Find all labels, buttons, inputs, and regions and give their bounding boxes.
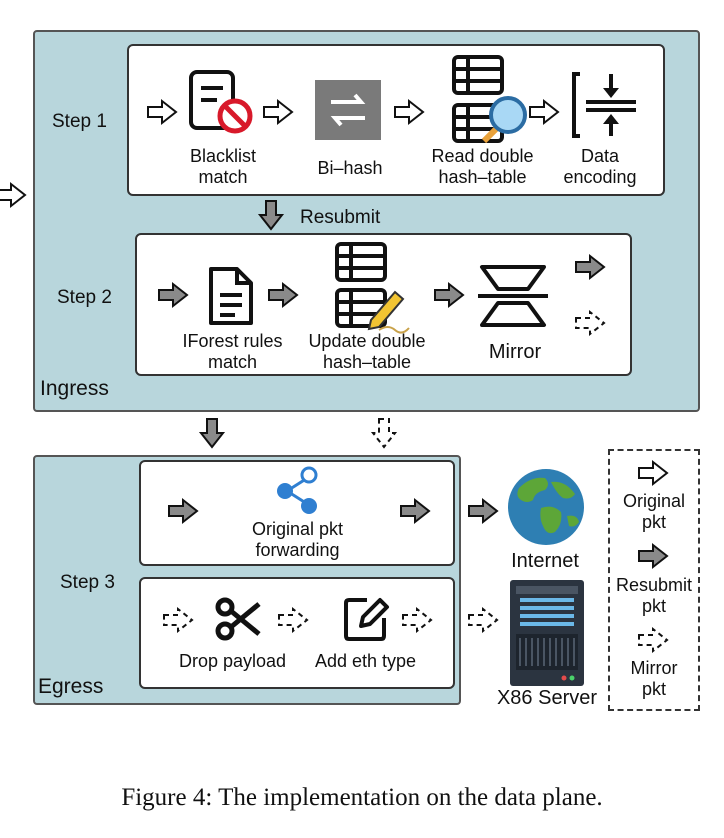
add-eth-label: Add eth type: [314, 651, 417, 671]
blacklist-label: Blacklist match: [189, 146, 256, 187]
iforest-label: IForest rules match: [182, 331, 283, 372]
step1-label: Step 1: [52, 111, 107, 132]
legend-original-arrow: [638, 461, 668, 485]
encoding-label: Data encoding: [563, 146, 637, 187]
forward-arrow-out: [400, 499, 430, 523]
data-encoding-icon: [572, 72, 636, 138]
globe-icon: [508, 469, 584, 545]
read-table-label: Read double hash–table: [431, 146, 534, 187]
step2-arrow-out-solid: [575, 255, 605, 279]
mirror-label: Mirror: [488, 341, 542, 363]
mirror-icon: [478, 265, 548, 327]
edit-icon: [344, 598, 389, 641]
bihash-label: Bi–hash: [317, 158, 383, 178]
internet-label: Internet: [511, 550, 579, 572]
forward-arrow-in: [168, 499, 198, 523]
ingress-label: Ingress: [40, 377, 109, 400]
step2-label: Step 2: [57, 287, 112, 308]
entry-arrow: [0, 183, 26, 207]
step1-arrow-b: [394, 100, 424, 124]
step2-arrow-in: [158, 283, 188, 307]
bihash-icon: [315, 80, 381, 140]
drop-payload-label: Drop payload: [178, 651, 287, 671]
egress-label: Egress: [38, 675, 104, 698]
legend-box: [608, 449, 700, 711]
share-nodes-icon: [277, 466, 318, 514]
step2-arrow-b: [434, 283, 464, 307]
step3-label: Step 3: [60, 572, 115, 593]
step2-arrow-a: [268, 283, 298, 307]
forwarding-label: Original pkt forwarding: [251, 519, 344, 560]
drop-arrow-mid: [278, 608, 308, 632]
payload-box: [139, 577, 455, 689]
update-table-label: Update double hash–table: [308, 331, 426, 372]
hash-table-search-icon: [452, 55, 527, 144]
document-icon: [209, 267, 253, 325]
resubmit-label: Resubmit: [300, 207, 381, 228]
drop-arrow-in: [163, 608, 193, 632]
scissors-icon: [215, 597, 261, 641]
ingress-to-egress-arrow: [200, 418, 224, 448]
mirror-down-arrow: [372, 418, 396, 448]
legend-resubmit-arrow: [638, 544, 668, 568]
legend-original-label: Original pkt: [622, 491, 686, 532]
legend-resubmit-label: Resubmit pkt: [615, 575, 693, 616]
hash-table-edit-icon: [335, 242, 410, 334]
server-icon: [510, 580, 584, 686]
drop-arrow-out: [402, 608, 432, 632]
to-internet-arrow: [468, 499, 498, 523]
resubmit-arrow: [259, 200, 283, 230]
figure-caption: Figure 4: The implementation on the data…: [121, 784, 603, 811]
legend-mirror-arrow: [638, 628, 668, 652]
to-server-arrow: [468, 608, 498, 632]
legend-mirror-label: Mirror pkt: [630, 658, 678, 699]
step1-arrow-in: [147, 100, 177, 124]
step2-arrow-out-dashed: [575, 311, 605, 335]
step1-arrow-a: [263, 100, 293, 124]
server-label: X86 Server: [496, 687, 598, 709]
blacklist-icon: [189, 70, 253, 134]
